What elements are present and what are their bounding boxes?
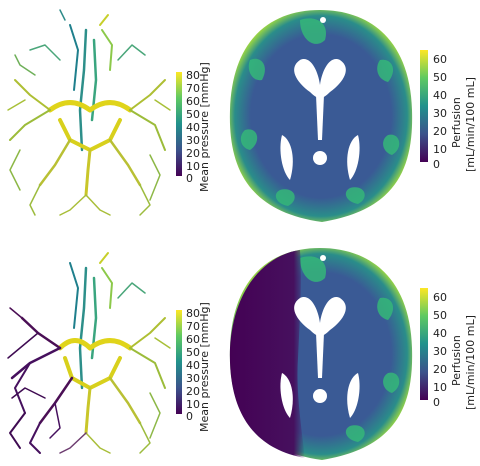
colorbar-scale xyxy=(176,310,182,414)
ventricles xyxy=(280,17,360,180)
colorbar-tick: 60 xyxy=(433,53,447,66)
colorbar-tick: 20 xyxy=(433,125,447,138)
pressure-colorbar-top: 80 70 60 50 40 30 20 10 0 Mean pressure … xyxy=(176,62,211,192)
colorbar-tick: 10 xyxy=(433,381,447,394)
colorbar-tick: 30 xyxy=(433,345,447,358)
colorbar-tick: 20 xyxy=(186,147,200,160)
colorbar-tick: 70 xyxy=(186,320,200,333)
perfusion-colorbar-top: 60 50 40 30 20 10 0 Perfusion [mL/min/10… xyxy=(420,50,477,172)
colorbar-tick: 80 xyxy=(186,307,200,320)
colorbar-tick: 80 xyxy=(186,69,200,82)
colorbar-title: Mean pressure [mmHg] xyxy=(198,62,211,192)
colorbar-scale xyxy=(420,50,428,162)
colorbar-tick: 30 xyxy=(433,107,447,120)
hypoperfused-region xyxy=(229,250,305,458)
pressure-colorbar-bottom: 80 70 60 50 40 30 20 10 0 Mean pressure … xyxy=(176,302,211,432)
colorbar-tick: 10 xyxy=(186,398,200,411)
vessel-tree-healthy xyxy=(7,9,171,216)
vessel-tree-occluded xyxy=(7,252,171,454)
colorbar-tick: 10 xyxy=(433,143,447,156)
colorbar-tick: 50 xyxy=(433,71,447,84)
colorbar-tick: 60 xyxy=(433,291,447,304)
colorbar-tick: 40 xyxy=(433,327,447,340)
colorbar-tick: 10 xyxy=(186,160,200,173)
colorbar-tick: 50 xyxy=(433,309,447,322)
colorbar-tick: 30 xyxy=(186,134,200,147)
colorbar-tick: 50 xyxy=(186,108,200,121)
colorbar-tick: 70 xyxy=(186,82,200,95)
colorbar-tick: 40 xyxy=(186,121,200,134)
colorbar-title: Perfusion xyxy=(450,97,463,148)
colorbar-tick: 0 xyxy=(186,410,193,423)
colorbar-tick: 0 xyxy=(433,158,440,171)
perfusion-brain-healthy xyxy=(229,10,413,222)
perfusion-colorbar-bottom: 60 50 40 30 20 10 0 Perfusion [mL/min/10… xyxy=(420,288,477,410)
colorbar-tick: 20 xyxy=(433,363,447,376)
colorbar-tick: 0 xyxy=(186,172,193,185)
colorbar-tick: 40 xyxy=(186,359,200,372)
colorbar-title: Perfusion xyxy=(450,335,463,386)
colorbar-tick: 0 xyxy=(433,396,440,409)
colorbar-title: [mL/min/100 mL] xyxy=(464,315,477,410)
colorbar-title: [mL/min/100 mL] xyxy=(464,77,477,172)
colorbar-scale xyxy=(420,288,428,400)
perfusion-brain-occluded xyxy=(229,248,413,460)
colorbar-title: Mean pressure [mmHg] xyxy=(198,302,211,432)
colorbar-tick: 60 xyxy=(186,333,200,346)
colorbar-scale xyxy=(176,72,182,176)
colorbar-tick: 50 xyxy=(186,346,200,359)
colorbar-tick: 30 xyxy=(186,372,200,385)
colorbar-tick: 40 xyxy=(433,89,447,102)
colorbar-tick: 60 xyxy=(186,95,200,108)
colorbar-tick: 20 xyxy=(186,385,200,398)
ventricles xyxy=(280,255,360,418)
